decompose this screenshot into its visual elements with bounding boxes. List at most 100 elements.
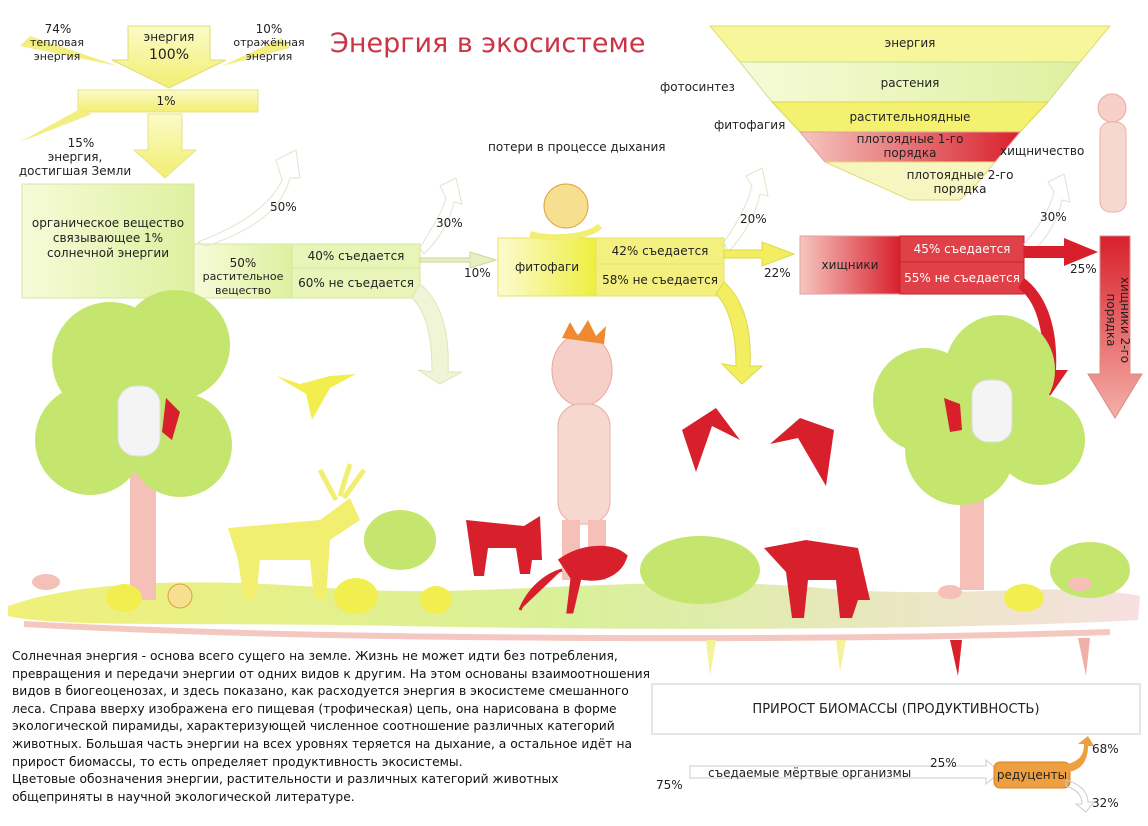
reducers-box <box>993 761 1071 789</box>
dead-arrow-shape <box>689 758 1001 786</box>
reflected-text: отражённая энергия <box>233 36 305 63</box>
eaten42-label: 42% съедается <box>611 243 709 258</box>
loss30b-arrow-shape <box>1023 173 1071 255</box>
pred2-label: хищники 2-го порядка <box>1104 276 1132 364</box>
rabbit-2 <box>420 586 452 614</box>
loss50-label: 50% <box>270 200 297 214</box>
pred2-arrow-shape <box>1087 235 1143 419</box>
birdhouse-right <box>971 379 1013 443</box>
reflected-pct: 10% <box>255 22 283 36</box>
loss30b-label: 30% <box>1040 210 1067 224</box>
to10-label: 10% <box>464 266 491 280</box>
sun-label: энергия <box>143 30 195 44</box>
reducers-up-arrow <box>1068 736 1094 772</box>
loss20-label: 20% <box>740 212 767 226</box>
plant-text: растительное вещество <box>202 270 284 297</box>
tree-right-crown4 <box>995 395 1085 485</box>
pred-box <box>799 235 901 295</box>
swallow-1 <box>682 408 740 472</box>
eaten40-label: 40% съедается <box>307 248 405 263</box>
p25-label: 25% <box>930 756 957 770</box>
bird-red-left <box>162 398 180 440</box>
bush-1 <box>364 510 436 570</box>
noteaten58-arrow-shape <box>715 281 764 385</box>
one-percent-box <box>77 89 259 113</box>
to25-label: 25% <box>1070 262 1097 276</box>
noteaten58-box <box>595 263 725 297</box>
biomass-label: ПРИРОСТ БИОМАССЫ (ПРОДУКТИВНОСТЬ) <box>752 701 1040 717</box>
mushroom-1 <box>32 574 60 590</box>
pyr-carn2-label: плотоядные 2-го порядка <box>906 168 1014 196</box>
page-title: Энергия в экосистеме <box>330 28 646 59</box>
noteaten58-label: 58% не съедается <box>602 272 718 287</box>
dead-label: съедаемые мёртвые организмы <box>708 766 912 780</box>
man-head <box>551 333 613 407</box>
pyr-plants-label: растения <box>880 76 940 90</box>
small-man-head <box>1097 93 1127 123</box>
photosynthesis-label: фотосинтез <box>660 80 735 94</box>
crane-bird <box>518 545 628 614</box>
p75-label: 75% <box>656 778 683 792</box>
rabbit-1 <box>106 584 142 612</box>
bush-2 <box>640 536 760 604</box>
thermal-pct: 74% <box>44 22 72 36</box>
thermal-arrow-shape <box>20 36 118 66</box>
reached-text: энергия, достигшая Земли <box>18 150 132 178</box>
sun-percent: 100% <box>148 47 190 63</box>
man-hair <box>562 320 606 344</box>
reducers-down-arrow <box>1065 779 1096 813</box>
reflected-arrow-shape <box>222 38 290 66</box>
one-pct: 1% <box>156 94 176 108</box>
pyr-carn2-shape <box>824 161 997 201</box>
noteaten60-box <box>291 267 421 299</box>
to22-arrow-shape <box>723 241 796 267</box>
phyto-label: фитофаги <box>514 259 580 274</box>
tree-left-trunk <box>130 470 156 600</box>
p68-label: 68% <box>1092 742 1119 756</box>
loss50-arrow-shape <box>196 149 301 247</box>
wolf-large <box>764 540 870 618</box>
respiration-label: потери в процессе дыхания <box>488 140 666 154</box>
snail-ground <box>167 583 193 609</box>
swallow-2 <box>770 418 834 486</box>
small-man-body <box>1099 121 1127 213</box>
organic-text: органическое вещество связывающее 1% сол… <box>31 215 185 260</box>
plant-box <box>193 243 293 299</box>
wolf-small <box>466 516 542 576</box>
sun-arrow-shape <box>111 25 227 89</box>
tree-left-crown2 <box>120 290 230 400</box>
deer <box>228 498 360 600</box>
bird-red-right <box>944 398 962 432</box>
loss20-arrow-shape <box>723 167 769 253</box>
snail-top <box>543 183 589 229</box>
pred-label: хищники <box>821 257 879 272</box>
deer-antlers <box>317 463 367 502</box>
bush-3 <box>1050 542 1130 598</box>
eaten45-label: 45% съедается <box>913 241 1011 256</box>
yellow-bird <box>276 374 356 420</box>
to10-arrow-shape <box>419 251 498 269</box>
birdhouse-left <box>117 385 161 457</box>
rabbit-3 <box>1004 584 1044 612</box>
plant-pct: 50% <box>229 256 257 270</box>
pyr-energy-label: энергия <box>884 36 936 50</box>
mushroom-2 <box>938 585 962 599</box>
snail-top-body <box>529 223 603 241</box>
noteaten60-label: 60% не съедается <box>298 275 414 290</box>
loss30-arrow-shape <box>419 177 463 255</box>
to22-label: 22% <box>764 266 791 280</box>
reached-arrow-shape <box>20 110 92 142</box>
drip-4 <box>1078 638 1090 676</box>
reached-pct: 15% <box>67 136 95 150</box>
ground-edge <box>23 621 1111 642</box>
description: Солнечная энергия - основа всего сущего … <box>12 648 652 806</box>
mushroom-3 <box>1068 577 1092 591</box>
eaten40-box <box>291 243 421 269</box>
p32-label: 32% <box>1092 796 1119 810</box>
duck <box>334 578 378 614</box>
description-para-1: Солнечная энергия - основа всего сущего … <box>12 649 651 769</box>
description-para-2: Цветовые обозначения энергии, растительн… <box>12 772 559 804</box>
drip-3 <box>950 640 962 676</box>
biomass-box <box>651 683 1141 735</box>
reducers-label: редуценты <box>996 767 1068 782</box>
